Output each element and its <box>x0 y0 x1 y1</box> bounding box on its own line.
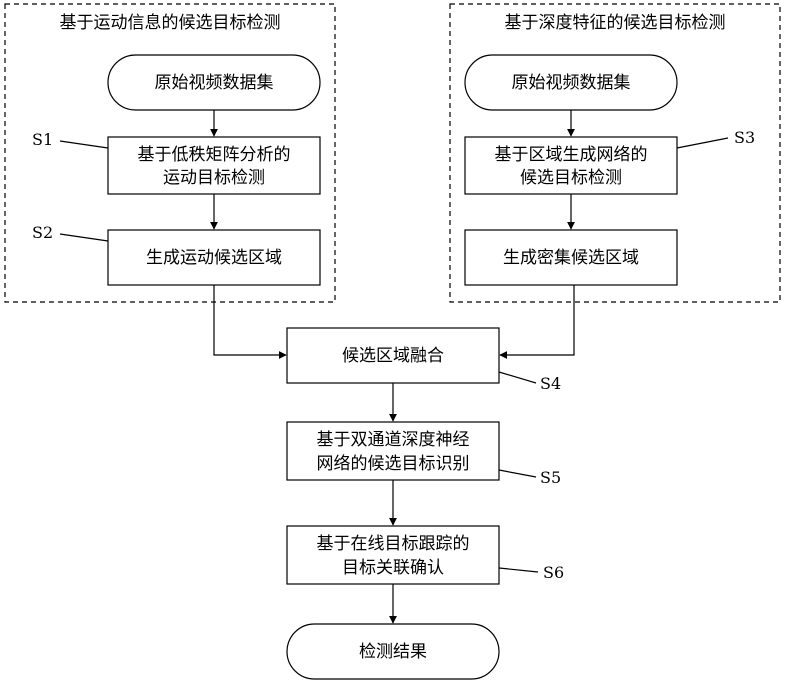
right-dense-label: 生成密集候选区域 <box>503 248 639 268</box>
step-leader-s6 <box>499 568 538 572</box>
right-source-label: 原始视频数据集 <box>512 73 631 93</box>
step-leader-s1 <box>60 141 108 148</box>
step-leader-s5 <box>499 470 536 477</box>
step-leader-s3 <box>677 138 728 148</box>
result-label: 检测结果 <box>359 642 427 662</box>
right-s3-label-line1: 基于区域生成网络的 <box>495 145 648 165</box>
step-label-s2: S2 <box>32 223 53 242</box>
left-source-label: 原始视频数据集 <box>155 73 274 93</box>
step-label-s4: S4 <box>540 374 561 393</box>
arrow-right-to-fusion <box>500 285 574 355</box>
left-s1-label-line2: 运动目标检测 <box>163 168 265 188</box>
step-label-s3: S3 <box>734 128 755 147</box>
recognition-label-line1: 基于双通道深度神经 <box>317 430 470 450</box>
arrow-left-to-fusion <box>214 285 286 355</box>
step-label-s1: S1 <box>32 130 53 149</box>
step-leader-s4 <box>499 372 536 383</box>
step-label-s6: S6 <box>543 563 564 582</box>
left-s1-label-line1: 基于低秩矩阵分析的 <box>138 145 291 165</box>
left-group-title: 基于运动信息的候选目标检测 <box>60 13 281 33</box>
fusion-label: 候选区域融合 <box>342 346 444 366</box>
step-leader-s2 <box>60 234 108 241</box>
step-label-s5: S5 <box>540 468 561 487</box>
right-s3-label-line2: 候选目标检测 <box>520 168 622 188</box>
right-group-title: 基于深度特征的候选目标检测 <box>505 13 726 33</box>
left-s2-label: 生成运动候选区域 <box>146 248 282 268</box>
tracking-label-line1: 基于在线目标跟踪的 <box>317 534 470 554</box>
tracking-label-line2: 目标关联确认 <box>342 558 444 578</box>
recognition-label-line2: 网络的候选目标识别 <box>317 454 470 474</box>
